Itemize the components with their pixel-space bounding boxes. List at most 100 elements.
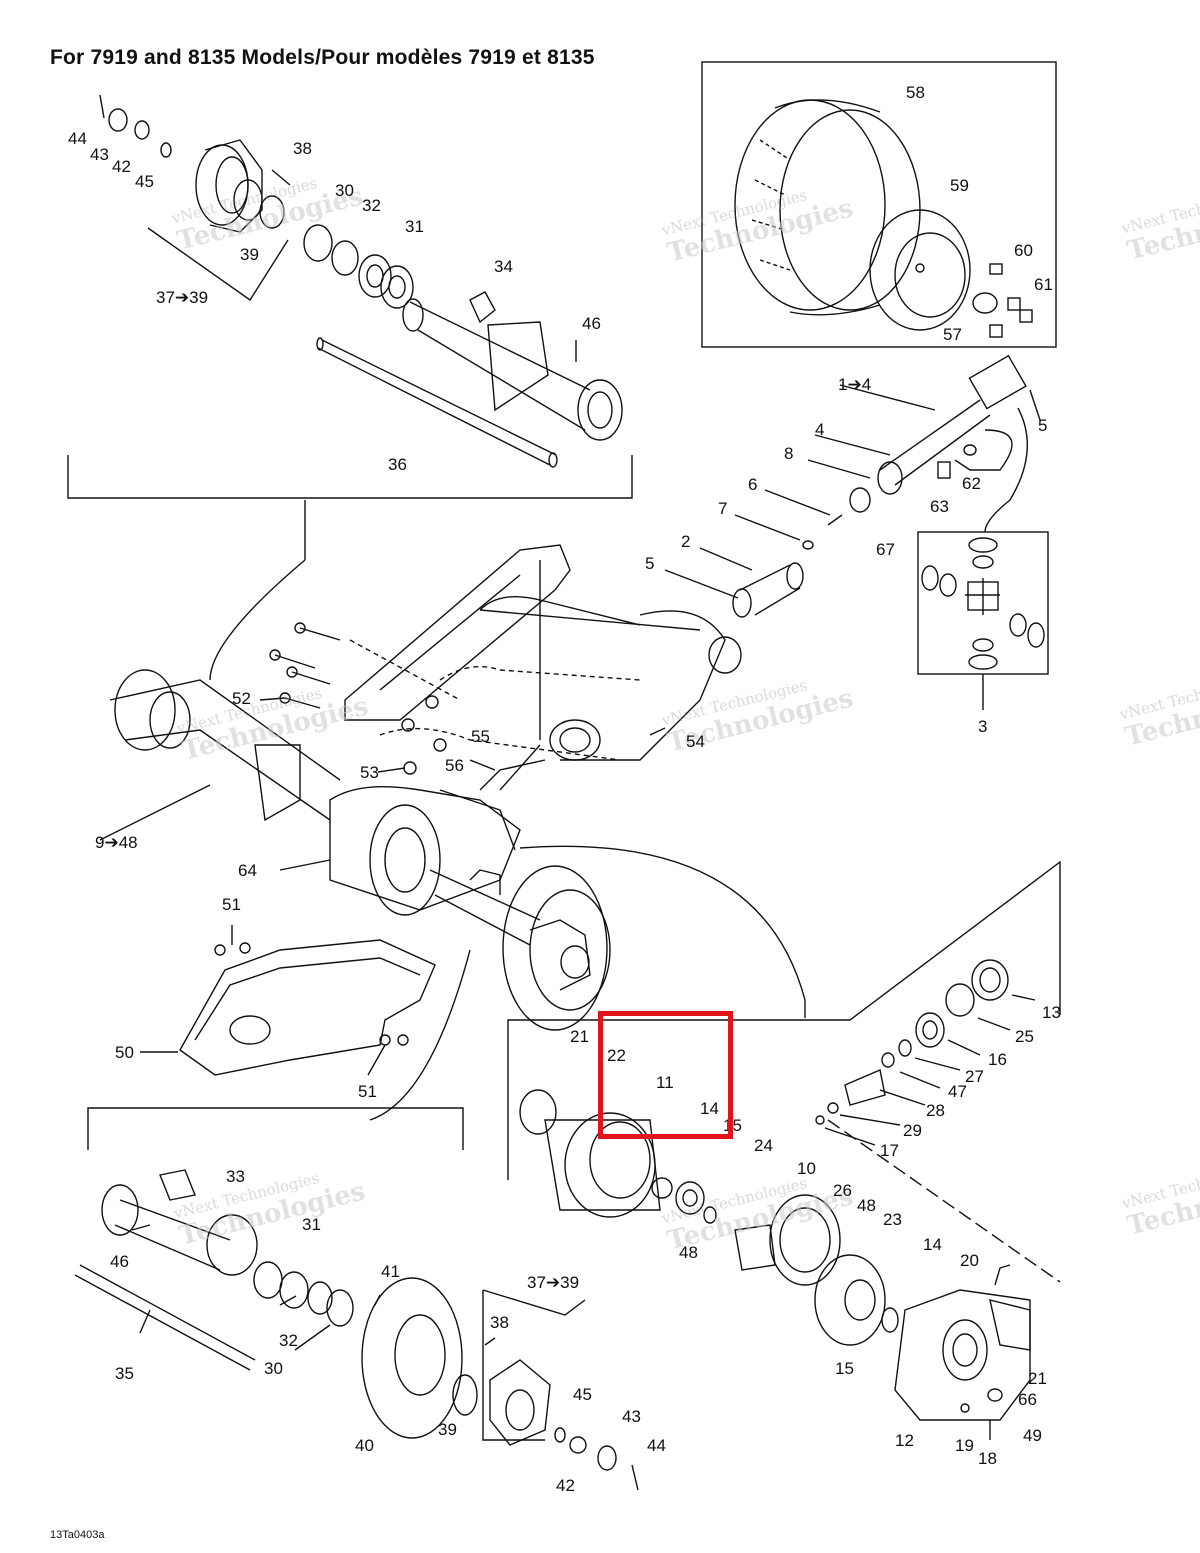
- callout-35: 35: [115, 1364, 134, 1383]
- callout-32: 32: [362, 196, 381, 215]
- rear-axle-housing: [109, 669, 546, 946]
- axle-housing-part: [402, 291, 623, 441]
- callout-30: 30: [335, 181, 354, 200]
- callout-5b: 5: [645, 554, 655, 573]
- callout-5: 5: [1038, 416, 1048, 435]
- callout-51b: 51: [358, 1082, 377, 1101]
- callout-27: 27: [965, 1067, 984, 1086]
- callout-52: 52: [232, 689, 251, 708]
- callout-15b: 15: [835, 1359, 854, 1378]
- callout-17: 17: [880, 1141, 899, 1160]
- callout-8: 8: [784, 444, 794, 463]
- nut-part: [108, 108, 128, 132]
- callout-37-39: 37➔39: [156, 288, 209, 307]
- callout-12: 12: [895, 1431, 914, 1450]
- callout-19: 19: [955, 1436, 974, 1455]
- callout-37-39b: 37➔39: [527, 1273, 580, 1292]
- callout-1-4: 1➔4: [838, 375, 872, 394]
- callout-59: 59: [950, 176, 969, 195]
- callout-42b: 42: [556, 1476, 575, 1495]
- callout-28: 28: [926, 1101, 945, 1120]
- callout-50: 50: [115, 1043, 134, 1062]
- callout-40: 40: [355, 1436, 374, 1455]
- callout-57: 57: [943, 325, 962, 344]
- diff-cover-part: [544, 1112, 661, 1218]
- callout-38: 38: [293, 139, 312, 158]
- top-left-axle-group: [67, 94, 633, 499]
- callout-43: 43: [90, 145, 109, 164]
- bottom-left-axle-group: [74, 1107, 464, 1371]
- callout-32b: 32: [279, 1331, 298, 1350]
- callout-44b: 44: [647, 1436, 666, 1455]
- callout-38b: 38: [490, 1313, 509, 1332]
- callout-44: 44: [68, 129, 87, 148]
- callout-54: 54: [686, 732, 705, 751]
- callout-42: 42: [112, 157, 131, 176]
- callout-30b: 30: [264, 1359, 283, 1378]
- callout-45b: 45: [573, 1385, 592, 1404]
- callout-62: 62: [962, 474, 981, 493]
- callout-7: 7: [718, 499, 728, 518]
- callout-47: 47: [948, 1082, 967, 1101]
- callout-3: 3: [978, 717, 988, 736]
- washer-part: [134, 120, 150, 140]
- page-title: For 7919 and 8135 Models/Pour modèles 79…: [50, 46, 595, 69]
- u-joint-group: [917, 531, 1049, 710]
- callout-11: 11: [656, 1073, 674, 1092]
- figure-code: 13Ta0403a: [50, 1529, 105, 1541]
- callout-9-48: 9➔48: [95, 833, 138, 852]
- callout-56: 56: [445, 756, 464, 775]
- callout-2: 2: [681, 532, 691, 551]
- callout-21: 21: [570, 1027, 589, 1046]
- drive-shaft-group: [664, 354, 1041, 618]
- callout-24: 24: [754, 1136, 773, 1155]
- callout-21b: 21: [1028, 1369, 1047, 1388]
- callout-36: 36: [388, 455, 407, 474]
- callout-49: 49: [1023, 1426, 1042, 1445]
- callout-20: 20: [960, 1251, 979, 1270]
- highlight-box: [598, 1011, 733, 1139]
- callout-45: 45: [135, 172, 154, 191]
- callout-48b: 48: [679, 1243, 698, 1262]
- callout-43b: 43: [622, 1407, 641, 1426]
- skid-plate-part: [179, 939, 436, 1076]
- callout-31b: 31: [302, 1215, 321, 1234]
- callout-22: 22: [607, 1046, 626, 1065]
- callout-55: 55: [471, 727, 490, 746]
- callout-66: 66: [1018, 1390, 1037, 1409]
- callout-23: 23: [883, 1210, 902, 1229]
- callout-41: 41: [381, 1262, 400, 1281]
- wheel-hub-part: [195, 139, 263, 233]
- callout-46: 46: [582, 314, 601, 333]
- callout-58: 58: [906, 83, 925, 102]
- leader-lines: [99, 500, 806, 1121]
- callout-14: 14: [700, 1099, 719, 1118]
- swing-arm-part: [344, 544, 742, 761]
- callout-33: 33: [226, 1167, 245, 1186]
- brake-disc-part: [502, 865, 611, 1031]
- bearing-part: [380, 265, 414, 309]
- callout-14c: 14: [923, 1235, 942, 1254]
- callout-46b: 46: [110, 1252, 129, 1271]
- callout-13: 13: [1042, 1003, 1061, 1022]
- callout-39: 39: [240, 245, 259, 264]
- callout-10: 10: [797, 1159, 816, 1178]
- bottom-disc-group: [361, 1277, 639, 1491]
- callout-63: 63: [930, 497, 949, 516]
- differential-group: [507, 860, 1061, 1440]
- callout-25: 25: [1015, 1027, 1034, 1046]
- callout-26: 26: [833, 1181, 852, 1200]
- tire-part: [734, 99, 921, 316]
- callout-67: 67: [876, 540, 895, 559]
- callout-64: 64: [238, 861, 257, 880]
- callout-48: 48: [857, 1196, 876, 1215]
- callout-53: 53: [360, 763, 379, 782]
- callout-16: 16: [988, 1050, 1007, 1069]
- callout-18: 18: [978, 1449, 997, 1468]
- callout-34: 34: [494, 257, 513, 276]
- callout-60: 60: [1014, 241, 1033, 260]
- wheel-group: [701, 61, 1057, 348]
- axle-shaft-part: [316, 337, 558, 468]
- ring-gear-part: [734, 1194, 841, 1286]
